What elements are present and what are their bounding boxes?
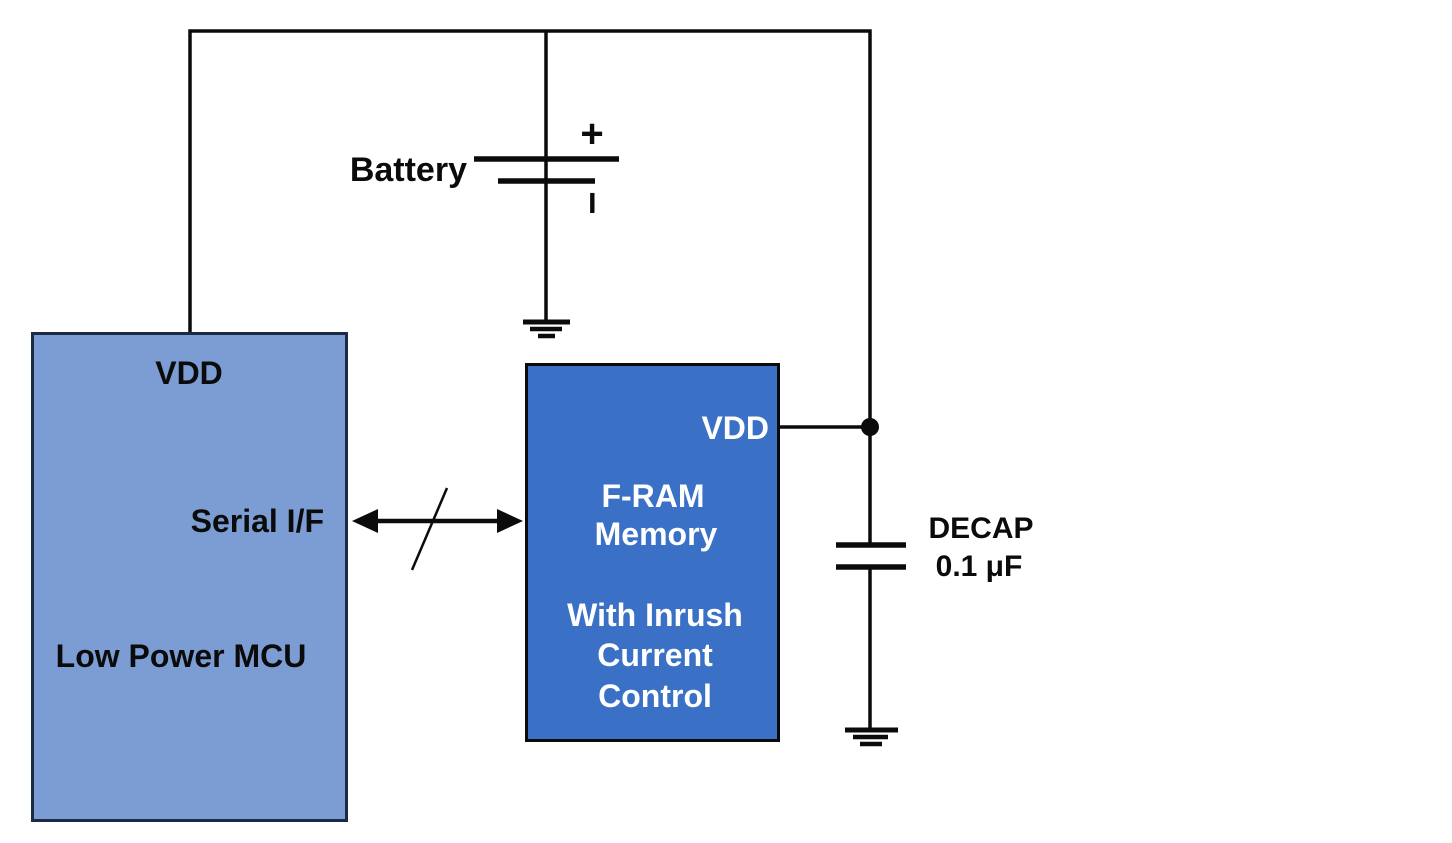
bus-arrow — [352, 487, 523, 571]
bus-arrow-right-head — [497, 509, 523, 533]
power-rail-wire — [188, 29, 872, 427]
mcu-title: Low Power MCU — [55, 638, 307, 674]
battery-minus-label: − — [570, 191, 614, 215]
capacitor-icon — [836, 542, 906, 570]
mcu-box — [31, 332, 348, 822]
mcu-serial-if-label: Serial I/F — [190, 503, 324, 539]
decap-value-label: 0.1 μF — [935, 550, 1023, 583]
fram-feature-line-1: With Inrush — [567, 597, 743, 633]
fram-feature-line-3: Control — [598, 678, 712, 714]
decap-ground-icon — [845, 727, 898, 747]
decap-label: DECAP — [928, 512, 1034, 545]
battery-icon — [474, 156, 619, 184]
fram-name-line-2: Memory — [594, 516, 718, 552]
battery-label: Battery — [349, 151, 467, 189]
bus-arrow-left-head — [352, 509, 378, 533]
battery-ground-icon — [523, 319, 570, 339]
fram-box — [525, 363, 780, 742]
mcu-vdd-label: VDD — [155, 355, 223, 391]
fram-feature-line-2: Current — [597, 637, 713, 673]
junction-dot — [861, 418, 879, 436]
bus-width-slash — [410, 487, 449, 571]
fram-name-line-1: F-RAM — [601, 478, 705, 514]
fram-vdd-label: VDD — [701, 410, 769, 446]
battery-plus-label: + — [580, 112, 604, 156]
